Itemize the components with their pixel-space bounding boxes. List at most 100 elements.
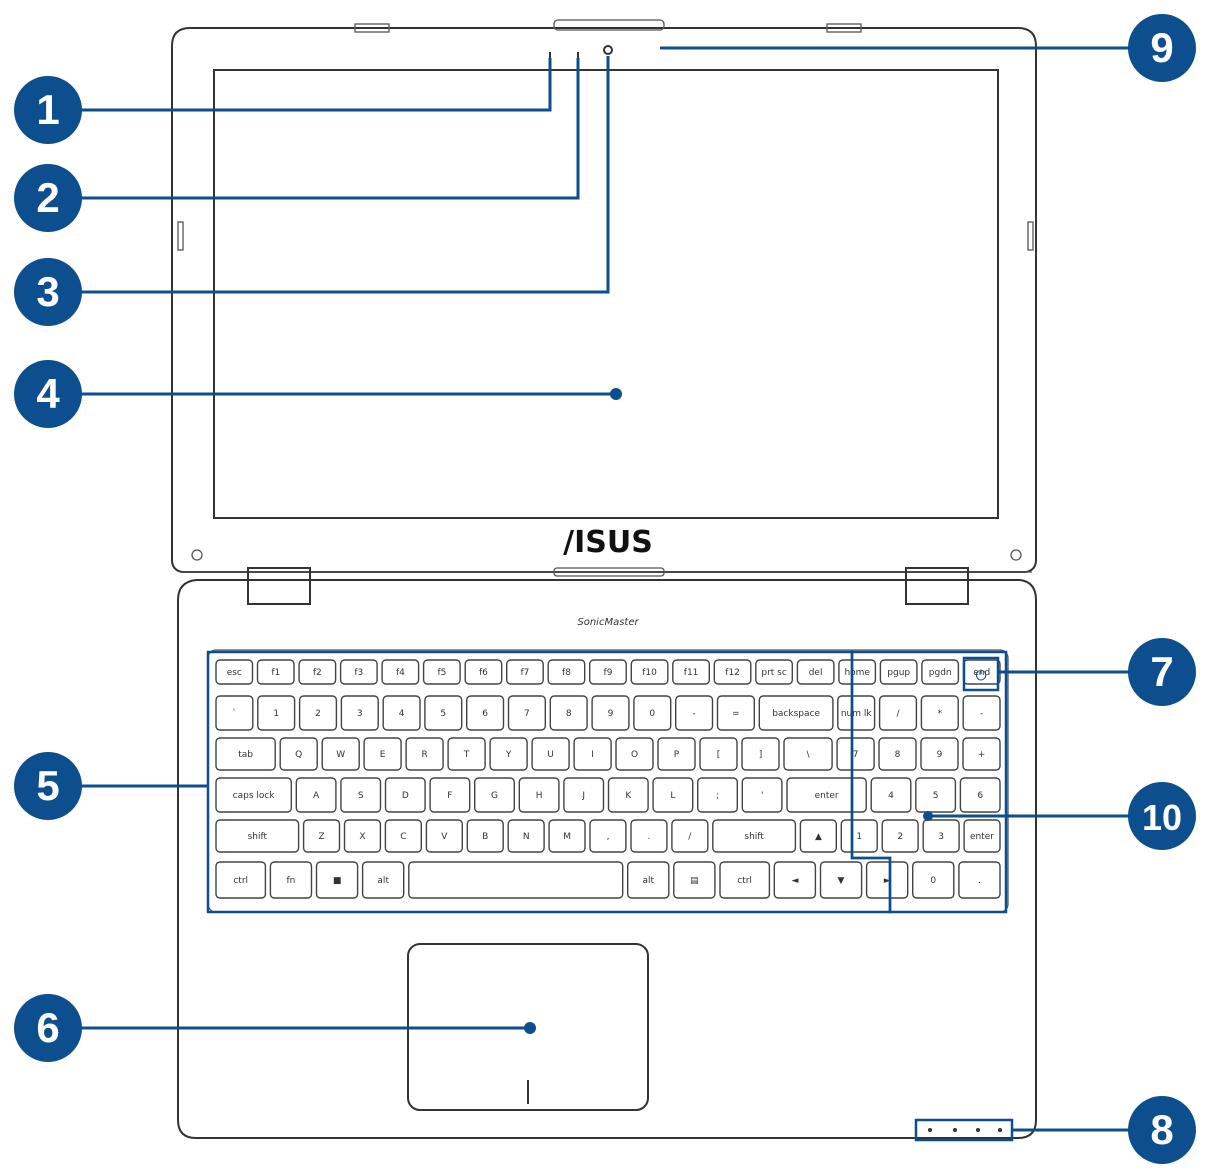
- key-label-4-0: shift: [248, 832, 268, 842]
- key-label-2-3: E: [380, 750, 386, 760]
- key-2-9: [615, 737, 654, 771]
- key-5-8: [773, 861, 817, 899]
- key-label-4-8: ,: [607, 832, 610, 842]
- key-2-1: [279, 737, 318, 771]
- key-label-3-7: J: [581, 791, 585, 801]
- key-label-1-12: =: [732, 709, 740, 719]
- key-label-4-14: 2: [897, 832, 903, 842]
- callout-10: 10: [1128, 782, 1196, 850]
- key-label-1-11: -: [692, 709, 695, 719]
- key-2-6: [489, 737, 528, 771]
- key-label-1-3: 3: [357, 709, 363, 719]
- key-label-0-5: f5: [437, 668, 446, 678]
- key-label-2-9: O: [631, 750, 638, 760]
- key-1-11: [675, 695, 714, 731]
- key-label-5-12: .: [978, 876, 981, 886]
- power-icon: ⏻: [975, 668, 986, 684]
- key-1-3: [340, 695, 379, 731]
- key-label-2-17: +: [978, 750, 986, 760]
- key-label-0-9: f9: [604, 668, 613, 678]
- key-label-2-8: I: [591, 750, 594, 760]
- key-label-0-14: del: [809, 668, 823, 678]
- key-label-1-5: 5: [440, 709, 446, 719]
- callout-7-label: 7: [1150, 648, 1173, 695]
- key-5-1: [269, 861, 313, 899]
- key-label-5-11: 0: [930, 876, 936, 886]
- key-label-1-4: 4: [399, 709, 405, 719]
- key-label-3-14: 5: [933, 791, 939, 801]
- key-3-6: [518, 777, 560, 813]
- key-label-4-2: X: [359, 832, 365, 842]
- hinge-left: [247, 567, 311, 605]
- key-label-2-11: [: [717, 750, 721, 760]
- key-label-1-1: 1: [273, 709, 279, 719]
- key-3-8: [607, 777, 649, 813]
- key-label-5-6: ▤: [690, 876, 699, 886]
- key-label-4-5: B: [482, 832, 488, 842]
- key-2-5: [447, 737, 486, 771]
- key-1-12: [716, 695, 755, 731]
- key-4-15: [922, 819, 960, 853]
- key-4-11: [712, 819, 797, 853]
- key-3-0: [215, 777, 293, 813]
- key-2-16: [920, 737, 959, 771]
- key-label-0-13: prt sc: [761, 668, 786, 678]
- key-5-4: [408, 861, 624, 899]
- callout-4-label: 4: [36, 370, 60, 417]
- key-0-12: [713, 659, 752, 685]
- key-0-4: [381, 659, 420, 685]
- laptop-lid: /ISUS: [171, 19, 1037, 573]
- key-label-1-17: -: [980, 709, 983, 719]
- key-label-3-4: F: [447, 791, 452, 801]
- callout-9: 9: [1128, 14, 1196, 82]
- key-1-16: [920, 695, 959, 731]
- key-label-1-10: 0: [649, 709, 655, 719]
- key-0-14: [796, 659, 835, 685]
- brand-logo: /ISUS: [563, 525, 653, 560]
- key-4-10: [671, 819, 709, 853]
- key-0-15: [838, 659, 877, 685]
- key-label-1-6: 6: [482, 709, 488, 719]
- key-2-2: [321, 737, 360, 771]
- leader-line-2: [80, 58, 580, 200]
- key-label-4-1: Z: [319, 832, 325, 842]
- key-label-4-10: /: [688, 832, 692, 842]
- key-3-9: [652, 777, 694, 813]
- key-1-14: [837, 695, 876, 731]
- key-label-4-3: C: [400, 832, 406, 842]
- key-label-2-12: ]: [759, 750, 763, 760]
- key-label-0-6: f6: [479, 668, 488, 678]
- key-0-3: [339, 659, 378, 685]
- key-label-5-0: ctrl: [233, 876, 248, 886]
- key-label-2-6: Y: [505, 750, 512, 760]
- key-3-3: [384, 777, 426, 813]
- key-label-5-2: ■: [333, 876, 342, 886]
- key-label-2-4: R: [421, 750, 427, 760]
- key-4-1: [302, 819, 341, 853]
- key-label-1-16: *: [938, 709, 943, 719]
- key-3-11: [741, 777, 783, 813]
- key-label-5-5: alt: [643, 876, 655, 886]
- key-label-5-9: ▼: [838, 876, 845, 886]
- key-label-1-7: 7: [524, 709, 530, 719]
- key-label-5-7: ctrl: [737, 876, 752, 886]
- leader-line-1: [80, 58, 552, 112]
- lid-top-notch-right: [826, 23, 862, 33]
- leader-dot-6: [524, 1022, 536, 1034]
- display-panel: [213, 69, 999, 519]
- key-label-4-13: 1: [856, 832, 862, 842]
- key-4-9: [630, 819, 668, 853]
- key-3-15: [959, 777, 1001, 813]
- key-2-13: [783, 737, 833, 771]
- leader-line-3: [80, 56, 610, 294]
- key-1-10: [633, 695, 672, 731]
- callout-8: 8: [1128, 1096, 1196, 1164]
- key-0-1: [256, 659, 295, 685]
- key-1-17: [962, 695, 1001, 731]
- key-4-6: [507, 819, 545, 853]
- key-label-4-6: N: [523, 832, 530, 842]
- key-2-4: [405, 737, 444, 771]
- key-label-3-1: A: [313, 791, 320, 801]
- key-label-1-15: /: [896, 709, 900, 719]
- key-0-13: [755, 659, 793, 685]
